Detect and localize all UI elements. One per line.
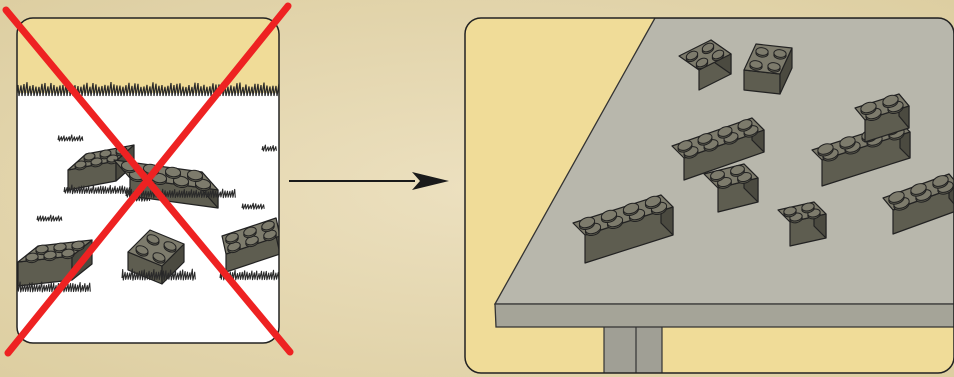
- right-panel: [464, 17, 954, 374]
- brick-stud: [600, 209, 618, 224]
- brick: [221, 217, 279, 273]
- brick-stud: [194, 178, 212, 192]
- brick-stud: [43, 250, 57, 262]
- brick-stud: [710, 169, 725, 182]
- table-leg: [603, 324, 663, 373]
- brick-stud: [644, 195, 662, 210]
- brick-stud: [882, 94, 899, 109]
- brick-stud: [817, 143, 834, 157]
- brick: [811, 121, 911, 187]
- brick: [743, 43, 793, 95]
- brick-stud: [90, 157, 103, 168]
- brick-stud: [695, 57, 709, 70]
- brick-stud: [146, 234, 160, 246]
- brick-stud: [701, 42, 715, 55]
- brick-stud: [243, 226, 257, 239]
- table-edge: [494, 303, 954, 328]
- brick: [703, 163, 759, 213]
- brick-stud: [839, 136, 856, 150]
- brick-stud: [61, 248, 75, 260]
- right-panel-frame: [464, 17, 954, 374]
- brick-stud: [677, 140, 693, 153]
- brick-stud: [135, 245, 149, 257]
- brick-stud: [789, 212, 803, 224]
- brick-stud: [711, 49, 725, 62]
- brick-stud: [164, 166, 182, 180]
- left-panel: [2, 2, 294, 357]
- brick-stud: [186, 169, 204, 183]
- brick-stud: [227, 241, 241, 254]
- brick-stud: [860, 101, 877, 116]
- brick-stud: [801, 202, 815, 214]
- brick-stud: [245, 235, 259, 248]
- brick-stud: [35, 244, 49, 256]
- brick-stud: [737, 119, 753, 132]
- left-panel-frame: [16, 17, 280, 344]
- brick-stud: [622, 202, 640, 217]
- brick-stud: [783, 206, 797, 218]
- brick-stud: [685, 50, 699, 63]
- brick: [67, 144, 135, 191]
- carpet-edge-grass: [17, 81, 279, 97]
- brick: [854, 93, 910, 143]
- brick-stud: [163, 241, 177, 253]
- brick-stud: [932, 175, 949, 189]
- brick-stud: [755, 47, 769, 58]
- brick-stud: [730, 164, 745, 177]
- brick-stud: [697, 133, 713, 146]
- brick: [882, 173, 954, 235]
- wrong-cross-icon: [2, 2, 294, 357]
- brick-stud: [773, 49, 787, 60]
- brick-stud: [807, 208, 821, 220]
- brick-stud: [152, 252, 166, 264]
- brick: [127, 229, 185, 285]
- brick-stud: [767, 62, 781, 73]
- brick: [777, 201, 827, 247]
- brick-stud: [749, 60, 763, 71]
- brick-stud: [717, 126, 733, 139]
- brick-stud: [225, 232, 239, 245]
- sorted-bricks: [572, 39, 954, 264]
- brick-stud: [888, 191, 905, 205]
- brick: [671, 117, 765, 181]
- brick-stud: [261, 220, 275, 233]
- brick-stud: [74, 160, 87, 171]
- brick-stud: [71, 240, 85, 252]
- brick: [572, 194, 674, 264]
- brick-stud: [578, 216, 596, 231]
- brick-stud: [25, 252, 39, 264]
- right-arrow-icon: [289, 172, 449, 190]
- brick: [678, 39, 732, 91]
- brick-stud: [910, 183, 927, 197]
- brick-stud: [172, 175, 190, 189]
